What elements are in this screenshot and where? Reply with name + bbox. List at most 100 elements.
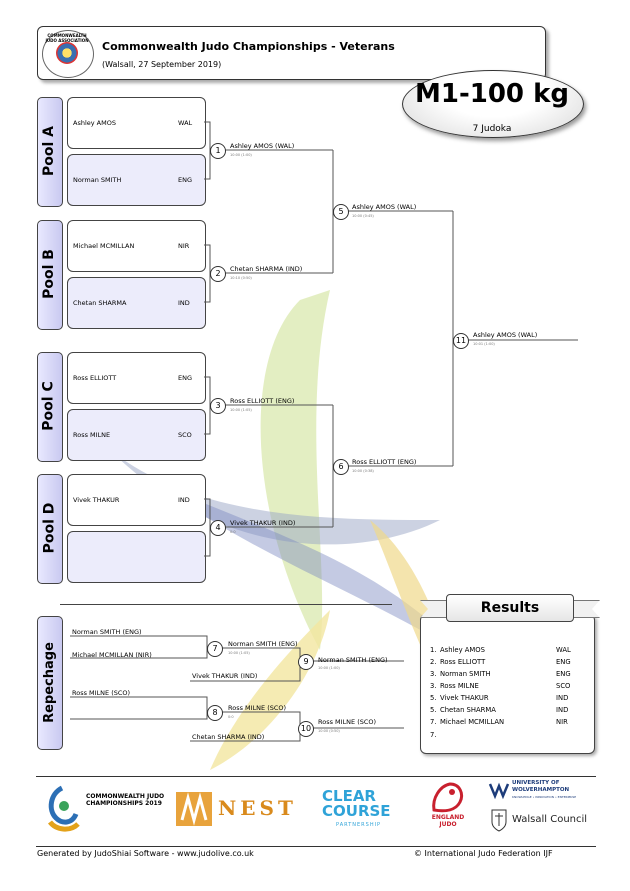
match-winner: Ross MILNE (SCO)	[318, 718, 377, 726]
rep-entrant: Michael MCMILLAN (NIR)	[72, 651, 152, 659]
result-place: 7.	[430, 731, 437, 739]
result-country: ENG	[556, 670, 571, 678]
result-country: NIR	[556, 718, 568, 726]
match-number: 4	[210, 520, 226, 536]
pool-b-player-1	[67, 220, 206, 272]
england-judo-lion-icon	[432, 782, 464, 813]
match-number: 11	[453, 333, 469, 349]
footer-generated-by: Generated by JudoShiai Software - www.ju…	[37, 849, 254, 858]
category-badge	[402, 70, 584, 138]
pool-a-player-2	[67, 154, 206, 206]
result-place: 7.	[430, 718, 437, 726]
player-country: NIR	[178, 242, 190, 250]
section-divider	[60, 604, 392, 605]
result-country: WAL	[556, 646, 571, 654]
match-number: 1	[210, 143, 226, 159]
wolverhampton-tagline: KNOWLEDGE • INNOVATION • ENTERPRISE	[512, 795, 577, 799]
cjc-logo-icon	[48, 785, 80, 832]
page-title: Commonwealth Judo Championships - Vetera…	[102, 40, 395, 53]
result-name: Ross ELLIOTT	[440, 658, 486, 666]
pool-b-tab	[37, 220, 63, 330]
result-place: 5.	[430, 706, 437, 714]
player-name: Norman SMITH	[73, 176, 122, 184]
player-country: SCO	[178, 431, 192, 439]
match-score: 10:00 (1:00)	[230, 153, 252, 157]
rep-entrant: Ross MILNE (SCO)	[72, 689, 131, 697]
footer-copyright: © International Judo Federation IJF	[414, 849, 553, 858]
player-country: WAL	[178, 119, 193, 127]
player-country: IND	[178, 299, 190, 307]
match-winner: Ross ELLIOTT (ENG)	[230, 397, 295, 405]
footer-divider-top	[36, 776, 596, 777]
pool-d-player-2	[67, 531, 206, 583]
match-number: 5	[333, 204, 349, 220]
match-winner: Ashley AMOS (WAL)	[230, 142, 295, 150]
result-name: Norman SMITH	[440, 670, 491, 678]
cjc-logo-text: COMMONWEALTH JUDO CHAMPIONSHIPS 2019	[86, 793, 165, 807]
emblem-text: COMMONWEALTH JUDO ASSOCIATION	[45, 33, 89, 43]
result-name: Ross MILNE	[440, 682, 479, 690]
match-winner: Vivek THAKUR (IND)	[230, 519, 296, 527]
player-name: Chetan SHARMA	[73, 299, 127, 307]
player-country: ENG	[178, 374, 193, 382]
results-panel	[420, 614, 595, 754]
result-name: Chetan SHARMA	[440, 706, 496, 714]
match-score: 0:0	[230, 530, 236, 534]
result-place: 2.	[430, 658, 437, 666]
result-name: Vivek THAKUR	[440, 694, 489, 702]
category-title: M1-100 kg	[415, 79, 569, 109]
pool-a-player-1	[67, 97, 206, 149]
result-name: Ashley AMOS	[440, 646, 485, 654]
match-number: 10	[298, 721, 314, 737]
footer-divider-bottom	[36, 846, 596, 847]
match-score: 10:00 (1:00)	[318, 666, 340, 670]
match-number: 8	[207, 705, 223, 721]
match-winner: Norman SMITH (ENG)	[318, 656, 388, 664]
cja-emblem-icon	[56, 42, 78, 64]
match-score: 0:0	[228, 715, 234, 719]
match-winner: Ashley AMOS (WAL)	[473, 331, 538, 339]
nest-logo-icon	[176, 792, 212, 826]
result-place: 1.	[430, 646, 437, 654]
result-country: IND	[556, 706, 569, 714]
match-number: 7	[207, 641, 223, 657]
pool-d-tab	[37, 474, 63, 584]
match-score: 10:01 (1:00)	[473, 342, 495, 346]
walsall-council-text: Walsall Council	[512, 814, 588, 825]
rep-entrant: Chetan SHARMA (IND)	[192, 733, 265, 741]
rep-entrant: Norman SMITH (ENG)	[72, 628, 142, 636]
match-score: 10:00 (0:38)	[352, 469, 374, 473]
match-winner: Chetan SHARMA (IND)	[230, 265, 303, 273]
pool-c-player-2	[67, 409, 206, 461]
match-score: 10:00 (1:05)	[228, 651, 250, 655]
player-name: Ross ELLIOTT	[73, 374, 117, 382]
match-score: 10:00 (0:45)	[352, 214, 374, 218]
repechage-label: Repechage	[41, 641, 57, 723]
page-subtitle: (Walsall, 27 September 2019)	[102, 60, 222, 69]
england-judo-text: ENGLAND JUDO	[431, 814, 465, 828]
clear-course-logo-text: CLEAR COURSE	[322, 787, 391, 820]
result-place: 3.	[430, 670, 437, 678]
clear-course-sub: PARTNERSHIP	[336, 822, 382, 828]
match-score: 10:00 (0:50)	[318, 729, 340, 733]
player-country: ENG	[178, 176, 193, 184]
category-count: 7 Judoka	[472, 124, 512, 134]
result-name: Michael MCMILLAN	[440, 718, 505, 726]
nest-logo-text: NEST	[218, 796, 297, 820]
match-number: 6	[333, 459, 349, 475]
walsall-crest-icon	[491, 809, 507, 832]
result-country: ENG	[556, 658, 571, 666]
player-name: Vivek THAKUR	[73, 496, 120, 504]
rep-entrant: Vivek THAKUR (IND)	[192, 672, 258, 680]
result-country: SCO	[556, 682, 571, 690]
pool-d-player-1	[67, 474, 206, 526]
player-country: IND	[178, 496, 190, 504]
match-winner: Ross MILNE (SCO)	[228, 704, 287, 712]
wolverhampton-logo-text: UNIVERSITY OF WOLVERHAMPTON	[512, 780, 570, 793]
pool-a-tab	[37, 97, 63, 207]
match-score: 10:10 (0:50)	[230, 276, 252, 280]
match-winner: Ross ELLIOTT (ENG)	[352, 458, 417, 466]
result-place: 5.	[430, 694, 437, 702]
pool-b-player-2	[67, 277, 206, 329]
